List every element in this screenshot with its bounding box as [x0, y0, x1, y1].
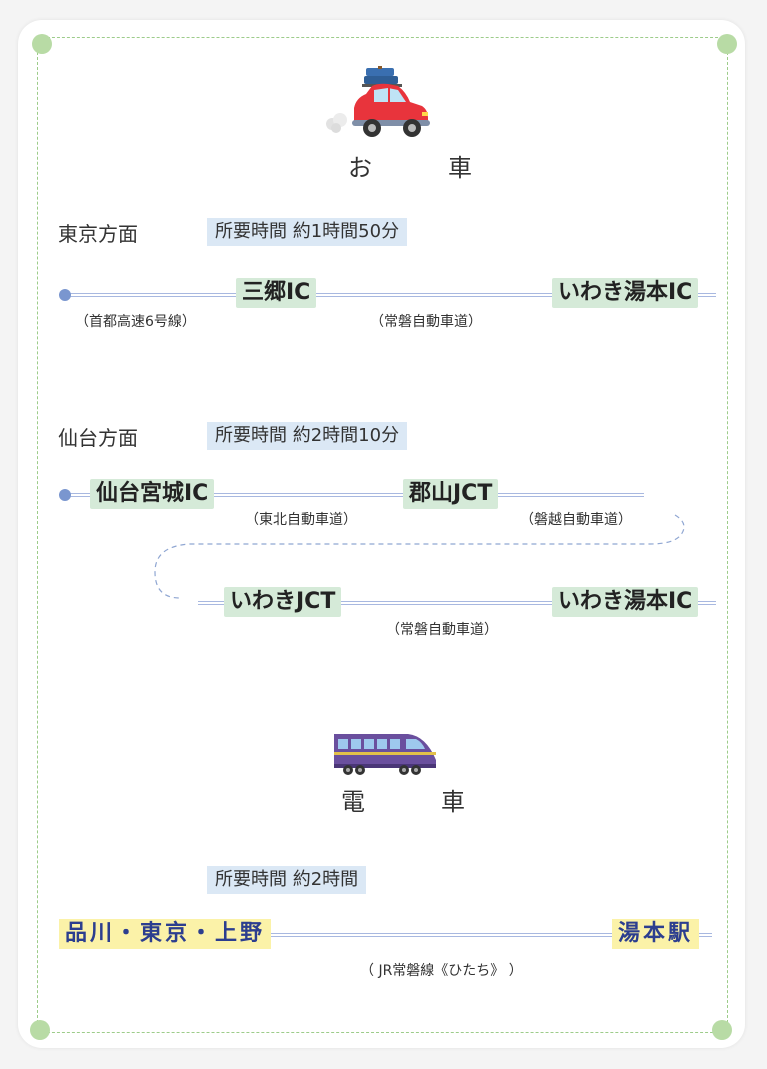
- route-connector: [154, 514, 685, 599]
- route-note: （常磐自動車道）: [370, 314, 482, 330]
- train-route-line: [62, 933, 712, 937]
- route-start-dot: [59, 489, 71, 501]
- stop-misato-ic: 三郷IC: [236, 278, 317, 308]
- corner-dot: [712, 1020, 732, 1040]
- corner-dot: [32, 34, 52, 54]
- route-start-dot: [59, 289, 71, 301]
- tokyo-region-label: 東京方面: [58, 222, 138, 246]
- tokyo-route-line: [66, 293, 716, 297]
- sendai-route-line: [66, 493, 644, 497]
- route-note: （首都高速6号線）: [75, 314, 196, 330]
- stop-sendai-miyagi-ic: 仙台宮城IC: [90, 479, 215, 509]
- train-icon: [334, 734, 436, 775]
- access-card: [18, 20, 745, 1048]
- sendai-route-line-lower: [198, 601, 716, 605]
- car-icon: [326, 66, 430, 137]
- train-time-tag: 所要時間 約2時間: [207, 866, 367, 894]
- sendai-time-tag: 所要時間 約2時間10分: [207, 422, 408, 450]
- route-note: （東北自動車道）: [245, 512, 357, 528]
- tokyo-time-tag: 所要時間 約1時間50分: [207, 218, 408, 246]
- stop-shinagawa-tokyo-ueno: 品川・東京・上野: [59, 919, 272, 949]
- stop-koriyama-jct: 郡山JCT: [403, 479, 499, 509]
- dashed-frame: [37, 37, 728, 1033]
- train-route-note: （ JR常磐線《ひたち》 ）: [360, 963, 523, 979]
- corner-dot: [30, 1020, 50, 1040]
- stop-yumoto-station: 湯本駅: [612, 919, 700, 949]
- stop-iwaki-yumoto-ic: いわき湯本IC: [552, 278, 699, 308]
- route-note: （磐越自動車道）: [520, 512, 632, 528]
- stop-iwaki-yumoto-ic: いわき湯本IC: [552, 587, 699, 617]
- sendai-region-label: 仙台方面: [58, 426, 138, 450]
- route-note: （常磐自動車道）: [386, 622, 498, 638]
- stop-iwaki-jct: いわきJCT: [224, 587, 342, 617]
- corner-dot: [717, 34, 737, 54]
- car-mode-label: お 車: [348, 154, 498, 182]
- train-mode-label: 電 車: [341, 788, 491, 816]
